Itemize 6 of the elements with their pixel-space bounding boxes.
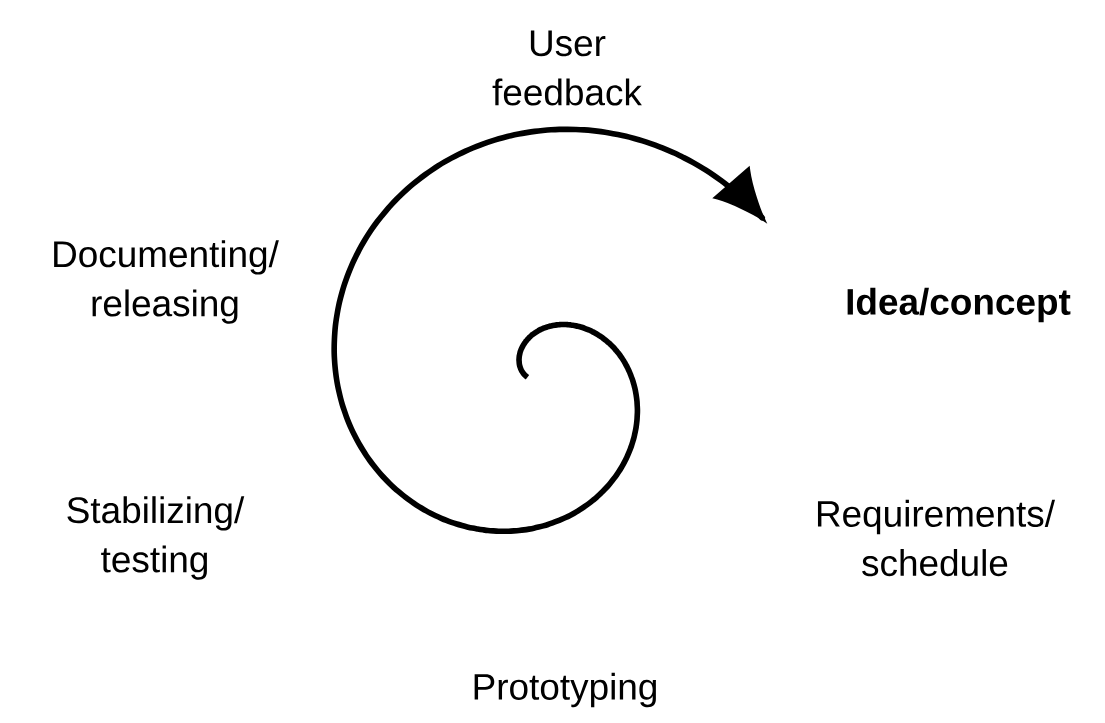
stage-label: Requirements/ schedule — [817, 499, 1055, 577]
stage-label: Documenting/ releasing — [54, 240, 279, 324]
stage-label: Prototyping — [474, 672, 656, 708]
stage-label: Stabilizing/ testing — [67, 496, 245, 580]
stage-label: Idea/concept — [847, 287, 1071, 323]
stage-label: User feedback — [492, 30, 642, 106]
